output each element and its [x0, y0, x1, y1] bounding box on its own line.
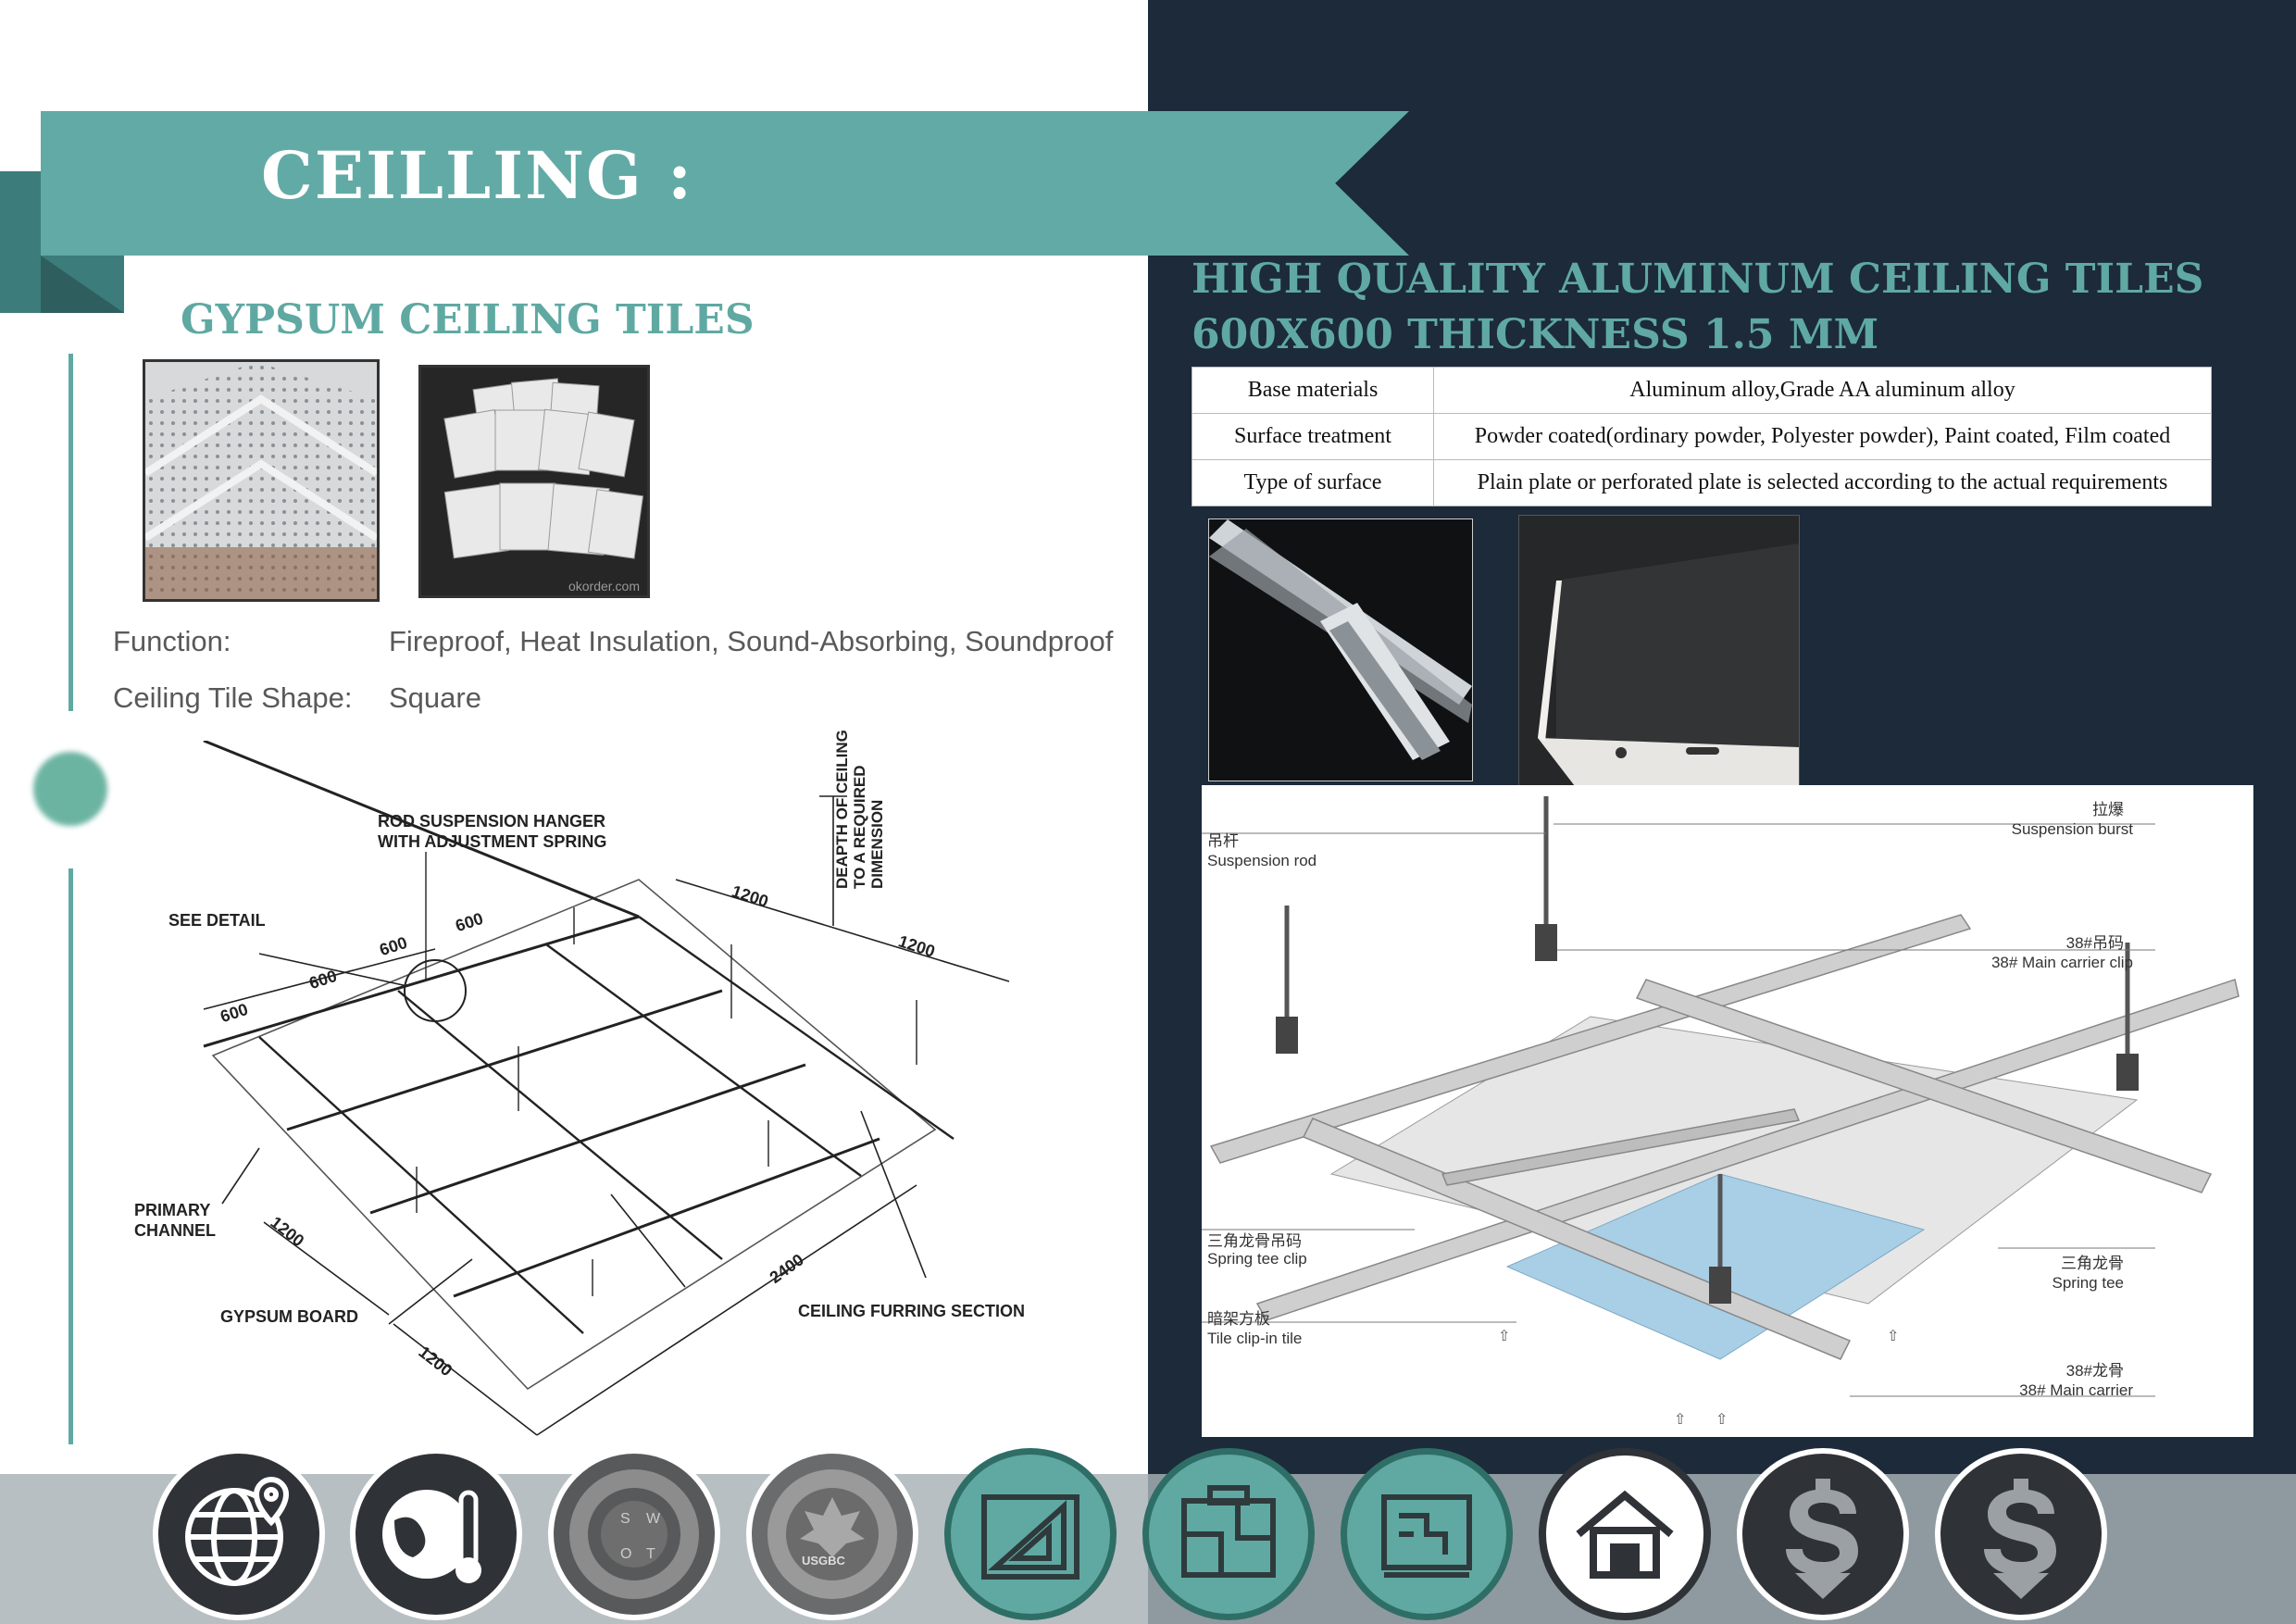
table-cell-value: Plain plate or perforated plate is selec…	[1433, 459, 2212, 506]
aluminum-spec-table: Base materials Aluminum alloy,Grade AA a…	[1192, 367, 2212, 506]
stacked-tiles-photo: okorder.com	[418, 365, 650, 598]
suspension-burst-label: Suspension burst	[2011, 820, 2133, 838]
main-carrier-label: 38# Main carrier	[2019, 1381, 2133, 1399]
table-cell-value: Aluminum alloy,Grade AA aluminum alloy	[1433, 367, 2212, 414]
function-value: Fireproof, Heat Insulation, Sound-Absorb…	[389, 625, 1114, 657]
photo-watermark: okorder.com	[568, 579, 640, 593]
shape-label: Ceiling Tile Shape:	[113, 681, 353, 714]
table-row: Base materials Aluminum alloy,Grade AA a…	[1192, 367, 2212, 414]
rod-hanger-label: ROD SUSPENSION HANGER WITH ADJUSTMENT SP…	[378, 812, 607, 851]
aluminum-tile-photo	[1518, 515, 1800, 787]
swot-letter: T	[646, 1546, 655, 1562]
gypsum-section-title: GYPSUM CEILING TILES	[181, 296, 755, 344]
table-cell-label: Base materials	[1192, 367, 1434, 414]
earth-thermometer-icon[interactable]	[350, 1448, 522, 1620]
perforated-tiles-photo	[143, 359, 380, 602]
aluminum-section-title: HIGH QUALITY ALUMINUM CEILING TILES 600X…	[1192, 256, 2204, 358]
table-row: Type of surface Plain plate or perforate…	[1192, 459, 2212, 506]
blueprint-triangle-icon[interactable]	[944, 1448, 1117, 1620]
spring-tee-cn-label: 三角龙骨	[2061, 1255, 2124, 1272]
see-detail-label: SEE DETAIL	[168, 911, 266, 930]
spring-tee-clip-label: Spring tee clip	[1207, 1250, 1307, 1268]
table-cell-label: Surface treatment	[1192, 413, 1434, 460]
suspension-rod-label: Suspension rod	[1207, 852, 1317, 869]
swot-letter: W	[646, 1511, 661, 1527]
main-carrier-clip-label: 38# Main carrier clip	[1990, 954, 2133, 971]
accent-line-top	[69, 354, 73, 711]
gypsum-grid-diagram: ROD SUSPENSION HANGER WITH ADJUSTMENT SP…	[120, 730, 1046, 1444]
blueprint-roll-icon[interactable]	[1341, 1448, 1513, 1620]
swot-icon[interactable]: S W O T	[548, 1448, 720, 1620]
floorplan-icon[interactable]	[1142, 1448, 1315, 1620]
suspension-burst-cn-label: 拉爆	[2092, 801, 2124, 818]
function-label: Function:	[113, 625, 231, 657]
suspension-rod-cn-label: 吊杆	[1207, 832, 1239, 850]
depth-label: DEAPTH OF CEILING TO A REQUIRED DIMENSIO…	[833, 730, 886, 889]
svg-text:⇧: ⇧	[1498, 1329, 1510, 1344]
svg-text:⇧: ⇧	[1887, 1329, 1899, 1344]
furring-section-label: CEILING FURRING SECTION	[798, 1302, 1026, 1320]
header-banner	[41, 111, 1409, 256]
primary-channel-label: PRIMARY CHANNEL	[134, 1201, 216, 1240]
swot-letter: S	[620, 1511, 630, 1527]
aluminum-grid-diagram: ⇧ ⇧ ⇧ ⇧ 拉爆 Suspension burst 吊杆 Suspensio…	[1202, 785, 2253, 1437]
table-cell-value: Powder coated(ordinary powder, Polyester…	[1433, 413, 2212, 460]
spring-tee-clip-cn-label: 三角龙骨吊码	[1207, 1232, 1302, 1250]
main-carrier-clip-cn-label: 38#吊码	[2065, 934, 2124, 952]
dollar-down-icon[interactable]	[1737, 1448, 1909, 1620]
gypsum-board-label: GYPSUM BOARD	[220, 1307, 359, 1326]
table-row: Surface treatment Powder coated(ordinary…	[1192, 413, 2212, 460]
svg-text:⇧: ⇧	[1716, 1412, 1728, 1428]
accent-line-bottom	[69, 868, 73, 1444]
spring-tee-label: Spring tee	[2052, 1274, 2125, 1292]
house-icon[interactable]	[1539, 1448, 1711, 1620]
swot-letter: O	[620, 1546, 632, 1562]
dollar-down-icon[interactable]	[1935, 1448, 2107, 1620]
tile-clip-label: Tile clip-in tile	[1207, 1330, 1303, 1347]
globe-location-icon[interactable]	[153, 1448, 325, 1620]
main-carrier-cn-label: 38#龙骨	[2065, 1362, 2124, 1380]
table-cell-label: Type of surface	[1192, 459, 1434, 506]
tile-clip-cn-label: 暗架方板	[1207, 1310, 1270, 1328]
accent-dot	[33, 752, 107, 826]
shape-value: Square	[389, 681, 481, 714]
svg-text:⇧: ⇧	[1674, 1412, 1686, 1428]
usgbc-icon[interactable]: USGBC	[746, 1448, 918, 1620]
tee-bar-photo	[1208, 518, 1473, 781]
page-title: CEILLING :	[261, 137, 693, 214]
usgbc-text: USGBC	[802, 1554, 845, 1568]
